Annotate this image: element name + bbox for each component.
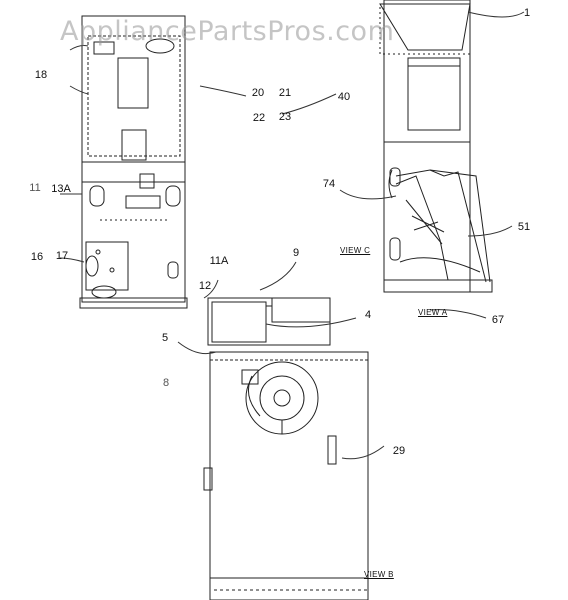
part-callout-40[interactable]: 40 (337, 91, 351, 103)
part-callout-23[interactable]: 23 (278, 111, 292, 123)
part-callout-20[interactable]: 20 (251, 87, 265, 99)
part-callout-21[interactable]: 21 (278, 87, 292, 99)
part-callout-9[interactable]: 9 (292, 247, 300, 259)
view-b-label: VIEW B (364, 570, 394, 579)
view-c-label: VIEW C (340, 246, 371, 255)
leader-lines (59, 11, 525, 460)
part-callout-67[interactable]: 67 (491, 314, 505, 326)
blower-cabinet (203, 297, 369, 600)
part-callout-12[interactable]: 12 (198, 280, 212, 292)
part-callout-1[interactable]: 1 (523, 7, 531, 19)
part-callout-18[interactable]: 18 (34, 69, 48, 81)
part-callout-8[interactable]: 8 (162, 377, 170, 389)
part-callout-11[interactable]: 11 (29, 182, 41, 194)
part-callout-16[interactable]: 16 (30, 251, 44, 263)
left-cabinet (79, 15, 188, 309)
part-callout-22[interactable]: 22 (252, 112, 266, 124)
part-callout-5[interactable]: 5 (161, 332, 169, 344)
part-callout-29[interactable]: 29 (392, 445, 406, 457)
part-callout-51[interactable]: 51 (517, 221, 531, 233)
coil-cabinet (379, 0, 493, 293)
view-a-label: VIEW A (418, 308, 448, 317)
part-callout-74[interactable]: 74 (322, 178, 336, 190)
part-callout-11a[interactable]: 11A (209, 255, 229, 267)
part-callout-17[interactable]: 17 (55, 250, 69, 262)
part-callout-13a[interactable]: 13A (51, 183, 71, 195)
part-callout-4[interactable]: 4 (364, 309, 372, 321)
